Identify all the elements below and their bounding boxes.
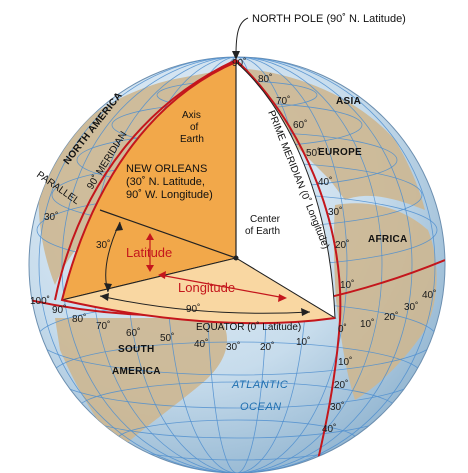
longitude-label: Longitude [178, 280, 235, 295]
deg-eq-30: 30˚ [226, 341, 240, 353]
deg-eq-70: 70˚ [96, 320, 110, 332]
deg-pm-10: 10˚ [340, 279, 354, 291]
deg-s-20: 20˚ [334, 379, 348, 391]
longitude-arrow-left [100, 293, 109, 301]
north-pole-arrowhead [232, 51, 240, 60]
earth-center-point [233, 255, 239, 261]
new-orleans-label-line1: NEW ORLEANS [126, 163, 207, 175]
deg-lat-30: 30˚ [44, 211, 58, 223]
south-america-label-line2: AMERICA [112, 366, 161, 377]
asia-europe-landmass [236, 68, 425, 210]
longitude-red-arrow [159, 274, 286, 299]
deg-eq-60: 60˚ [126, 327, 140, 339]
deg-pm-20: 20˚ [335, 239, 349, 251]
deg-eq-40: 40˚ [194, 338, 208, 350]
longitude-arrow-right [301, 308, 310, 316]
deg-s-10: 10˚ [338, 356, 352, 368]
equator-label: EQUATOR (0˚ Latitude) [196, 321, 301, 333]
longitude-red-arrowhead-right [278, 294, 287, 302]
deg-eqe-40: 40˚ [422, 289, 436, 301]
latitude-label: Latitude [126, 245, 172, 260]
radius-new-orleans [99, 209, 237, 259]
deg-s-30: 30˚ [330, 401, 344, 413]
prime-meridian-line [235, 59, 342, 473]
axis-label-line2: of [190, 122, 199, 133]
south-america-label-line1: SOUTH [118, 344, 155, 355]
africa-landmass [333, 203, 437, 400]
axis-label-line3: Earth [180, 134, 204, 145]
deg-pm-80: 80˚ [258, 73, 272, 85]
longitude-arc [99, 295, 311, 314]
ocean-label: OCEAN [240, 401, 282, 413]
africa-label: AFRICA [368, 234, 408, 245]
deg-eq-100: 100˚ [30, 295, 50, 307]
meridian-90-line [54, 59, 237, 301]
new-orleans-label-line3: 90˚ W. Longitude) [126, 189, 213, 201]
axis-label-line1: Axis [182, 110, 201, 121]
deg-lon-90: 90˚ [186, 303, 200, 315]
deg-pm-40: 40˚ [318, 176, 332, 188]
asia-label: ASIA [336, 96, 361, 107]
latitude-red-arrowhead-bottom [146, 265, 154, 272]
deg-eq-90: 90˚ [52, 304, 66, 316]
deg-pm-50: 50˚ [306, 147, 320, 159]
deg-eq-10: 10˚ [296, 336, 310, 348]
north-pole-leader [235, 17, 249, 56]
south-america-landmass [55, 318, 228, 450]
deg-eq-80: 80˚ [72, 313, 86, 325]
latitude-arrow-bottom [104, 283, 112, 292]
deg-pm-30: 30˚ [328, 206, 342, 218]
deg-eqe-10: 10˚ [360, 318, 374, 330]
europe-label: EUROPE [318, 147, 362, 158]
latitude-arrow-top [115, 222, 123, 231]
deg-eq-0: 0˚ [338, 323, 347, 335]
atlantic-label: ATLANTIC [231, 379, 288, 391]
cutaway-face-prime [235, 60, 336, 319]
deg-eq-20: 20˚ [260, 341, 274, 353]
deg-pm-60: 60˚ [293, 119, 307, 131]
center-of-earth-line2: of Earth [245, 226, 280, 237]
latitude-red-arrowhead-top [146, 233, 154, 240]
new-orleans-label-line2: (30˚ N. Latitude, [126, 176, 205, 188]
deg-pm-70: 70˚ [276, 95, 290, 107]
deg-top-90: 90˚ [232, 57, 246, 69]
deg-eqe-30: 30˚ [404, 301, 418, 313]
wedge-outline [60, 61, 336, 325]
north-pole-label: NORTH POLE (90˚ N. Latitude) [252, 13, 406, 25]
deg-eq-50: 50˚ [160, 332, 174, 344]
longitude-red-arrowhead-left [158, 271, 166, 279]
deg-eqe-20: 20˚ [384, 311, 398, 323]
deg-s-40: 40˚ [322, 423, 336, 435]
center-of-earth-line1: Center [250, 214, 281, 225]
deg-lat-30-side: 30˚ [96, 239, 110, 251]
